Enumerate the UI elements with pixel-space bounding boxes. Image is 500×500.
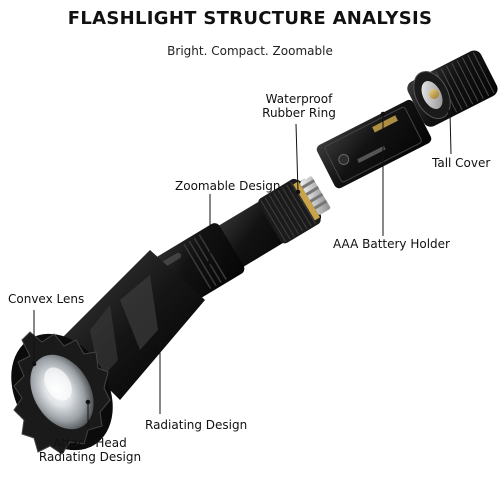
- callout-waterproof-ring: Waterproof Rubber Ring: [262, 92, 336, 120]
- leader-radiating-dot: [157, 341, 163, 347]
- callout-battery-holder: AAA Battery Holder: [333, 237, 450, 251]
- leader-lines: [31, 109, 453, 430]
- page-title: FLASHLIGHT STRUCTURE ANALYSIS: [67, 8, 433, 29]
- callout-attack-head-line1: Attack Head: [53, 436, 127, 450]
- leader-tall-cover-dot: [447, 109, 453, 115]
- callout-attack-head: Attack Head Radiating Design: [20, 436, 160, 464]
- callout-waterproof-line1: Waterproof: [265, 92, 333, 106]
- leader-convex-dot: [31, 361, 37, 367]
- leader-tall-cover: [449, 111, 452, 155]
- tall-cover-part: [407, 50, 498, 127]
- callout-convex-lens: Convex Lens: [8, 292, 85, 306]
- leader-zoomable-dot: [207, 259, 213, 265]
- leader-attack-dot: [85, 399, 91, 405]
- leader-waterproof-dot: [295, 189, 301, 195]
- leader-waterproof: [295, 123, 299, 193]
- callout-tall-cover: Tall Cover: [432, 156, 491, 170]
- leader-battery-dot: [380, 111, 386, 117]
- callout-attack-head-line2: Radiating Design: [38, 450, 142, 464]
- callout-radiating-design: Radiating Design: [145, 418, 248, 432]
- callout-zoomable-design: Zoomable Design: [175, 179, 281, 193]
- page-subtitle: Bright. Compact. Zoomable: [167, 44, 333, 58]
- callout-waterproof-line2: Rubber Ring: [262, 106, 336, 120]
- flashlight-body-part: [11, 176, 331, 455]
